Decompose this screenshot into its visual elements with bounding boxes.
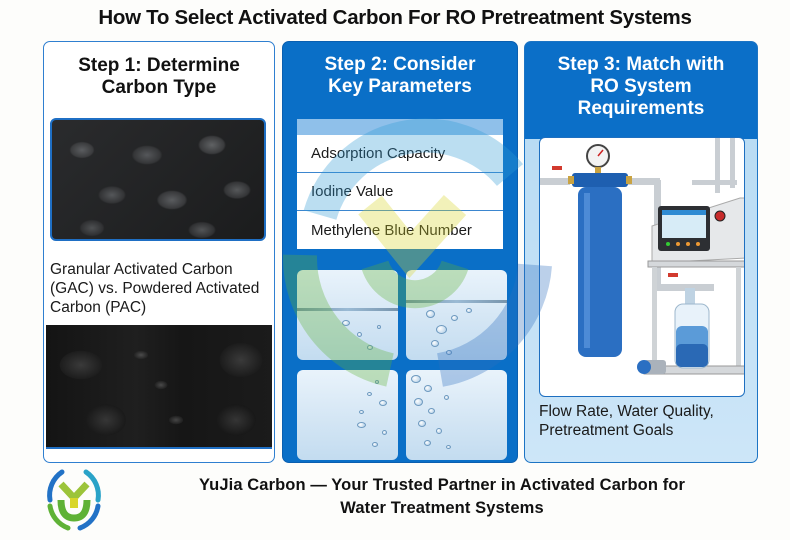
water-splash-image <box>406 270 507 360</box>
step-3-title: Step 3: Match with RO System Requirement… <box>525 54 757 120</box>
step-1-panel: Step 1: Determine Carbon Type Granular A… <box>43 41 275 463</box>
water-surface-image <box>297 270 398 360</box>
step-3-title-line1: Step 3: Match with <box>557 54 725 75</box>
page-title: How To Select Activated Carbon For RO Pr… <box>98 6 692 29</box>
granular-carbon-pellets-image <box>50 118 266 241</box>
footer-tagline: YuJia Carbon — Your Trusted Partner in A… <box>112 474 772 520</box>
step-2-title-line1: Step 2: Consider <box>324 54 476 75</box>
footer-tagline-line2: Water Treatment Systems <box>340 499 544 517</box>
requirements-caption: Flow Rate, Water Quality, Pretreatment G… <box>539 403 714 439</box>
ro-filter-system-icon <box>540 138 744 375</box>
parameter-row: Methylene Blue Number <box>297 211 503 249</box>
step-1-title-line1: Step 1: Determine <box>78 55 240 76</box>
footer-tagline-line1: YuJia Carbon — Your Trusted Partner in A… <box>198 476 686 494</box>
yujia-carbon-logo-icon <box>47 469 101 531</box>
parameters-table: Adsorption Capacity Iodine Value Methyle… <box>297 119 503 249</box>
step-1-title-line2: Carbon Type <box>101 77 217 98</box>
rising-bubbles-image <box>297 370 398 460</box>
step-2-panel: Step 2: Consider Key Parameters Adsorpti… <box>282 41 518 463</box>
step-2-title: Step 2: Consider Key Parameters <box>283 54 517 98</box>
parameters-table-header <box>297 119 503 135</box>
step-3-panel: Step 3: Match with RO System Requirement… <box>524 41 758 463</box>
dense-bubbles-image <box>406 370 507 460</box>
crushed-carbon-image <box>46 325 272 449</box>
step-1-title: Step 1: Determine Carbon Type <box>44 55 274 99</box>
step-3-title-line3: Requirements <box>577 98 705 119</box>
parameter-row: Adsorption Capacity <box>297 135 503 173</box>
water-images-grid <box>297 270 507 460</box>
step-2-title-line2: Key Parameters <box>328 76 472 97</box>
carbon-type-caption: Granular Activated Carbon (GAC) vs. Powd… <box>50 261 260 316</box>
parameter-row: Iodine Value <box>297 173 503 211</box>
ro-system-illustration <box>539 137 745 397</box>
step-3-title-line2: RO System <box>590 76 692 97</box>
